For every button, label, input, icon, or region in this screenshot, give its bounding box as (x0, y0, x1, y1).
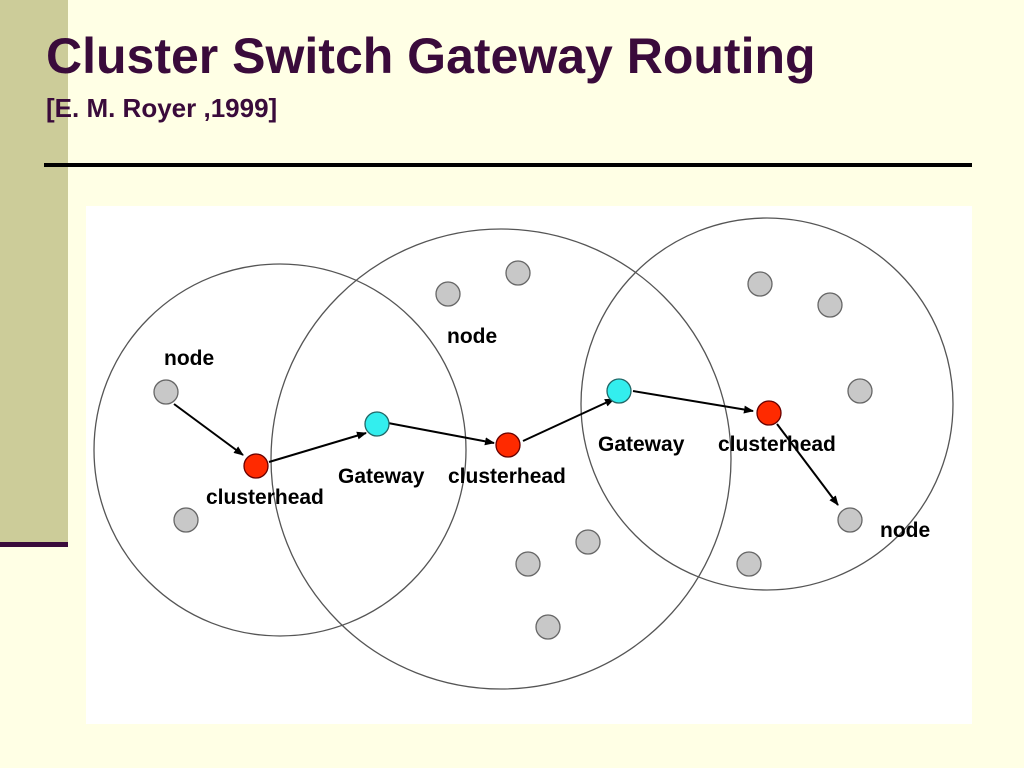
route-arrow-gateway-to-clusterhead (632, 390, 754, 414)
node-dot (153, 379, 179, 405)
node-dot (575, 529, 601, 555)
cluster-boundary-right (580, 217, 954, 591)
gateway-nodes (364, 378, 632, 437)
slide-citation: [E. M. Royer ,1999] (46, 93, 278, 123)
node-dot (747, 271, 773, 297)
route-arrow-gateway-to-clusterhead (387, 422, 495, 446)
node-dot (535, 614, 561, 640)
clusterhead-dot (495, 432, 521, 458)
label-gateway-right: Gateway (598, 433, 685, 456)
slide-title: Cluster Switch Gateway Routing (46, 28, 816, 84)
node-dot (847, 378, 873, 404)
cluster-boundary-middle (270, 228, 732, 690)
side-accent-rule (0, 542, 68, 547)
node-dot (173, 507, 199, 533)
route-arrow-clusterhead-to-node (776, 423, 839, 506)
plain-nodes (153, 260, 873, 640)
label-clusterhead-left: clusterhead (206, 486, 324, 509)
side-accent-band (0, 0, 68, 542)
cluster-boundary-left (93, 263, 467, 637)
label-node-right: node (880, 519, 930, 542)
label-gateway-left: Gateway (338, 465, 425, 488)
label-clusterhead-right: clusterhead (718, 433, 836, 456)
node-dot (435, 281, 461, 307)
label-clusterhead-middle: clusterhead (448, 465, 566, 488)
node-dot (817, 292, 843, 318)
gateway-dot (364, 411, 390, 437)
clusterhead-dot (756, 400, 782, 426)
title-divider (44, 163, 972, 167)
gateway-dot (606, 378, 632, 404)
label-node-middle: node (447, 325, 497, 348)
label-node-left: node (164, 347, 214, 370)
node-dot (837, 507, 863, 533)
route-arrow-clusterhead-to-gateway (522, 398, 615, 442)
node-dot (505, 260, 531, 286)
clusterhead-nodes (243, 400, 782, 479)
cluster-routing-diagram: node node node clusterhead clusterhead c… (86, 206, 972, 724)
node-dot (736, 551, 762, 577)
route-arrow-clusterhead-to-gateway (268, 431, 367, 463)
node-dot (515, 551, 541, 577)
route-arrow-node-to-clusterhead (173, 403, 244, 456)
clusterhead-dot (243, 453, 269, 479)
